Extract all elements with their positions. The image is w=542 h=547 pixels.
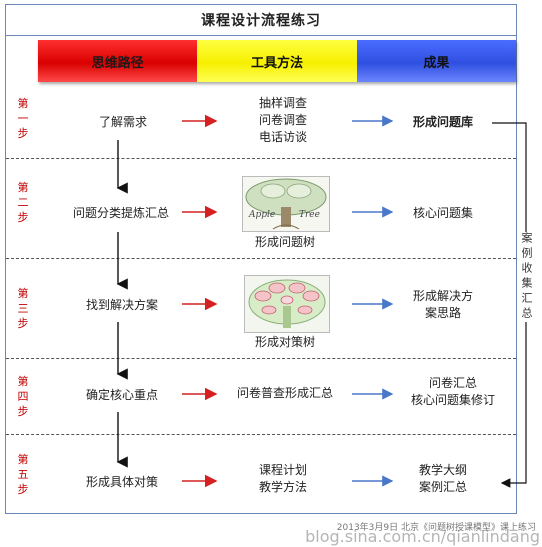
step-2-label: 第二步 — [17, 181, 29, 224]
row-divider — [6, 258, 516, 259]
step-5-tools: 课程计划教学方法 — [258, 463, 307, 494]
step-2-result: 核心问题集 — [412, 206, 473, 220]
step-2-path: 问题分类提炼汇总 — [72, 206, 169, 220]
step-3-label: 第三步 — [17, 287, 29, 330]
step-3-tools: 形成对策树 — [254, 335, 315, 349]
diagram-title: 课程设计流程练习 — [5, 4, 517, 36]
step-4-label: 第四步 — [17, 375, 29, 418]
step-5-label: 第五步 — [17, 453, 29, 496]
watermark-caption: 2013年3月9日 北京《问题树授课模型》课上练习 — [336, 523, 536, 533]
row-divider — [6, 158, 516, 159]
solution-tree-image — [244, 275, 330, 333]
step-3-path: 找到解决方案 — [85, 298, 158, 312]
step-2-tools: 形成问题树 — [254, 235, 315, 249]
row-divider — [6, 358, 516, 359]
tree-word-apple: Apple — [248, 210, 275, 220]
step-4-result: 问卷汇总核心问题集修订 — [410, 376, 495, 407]
step-4-tools: 问卷普查形成汇总 — [236, 386, 333, 400]
case-collection-side-label: 案例收集汇总 — [518, 232, 534, 322]
step-1-tools: 抽样调查问卷调查电话访谈 — [258, 96, 307, 144]
header-tools-methods: 工具方法 — [197, 40, 357, 82]
header-thinking-path: 思维路径 — [38, 40, 198, 82]
step-1-path: 了解需求 — [98, 115, 147, 129]
step-1-label: 第一步 — [17, 97, 29, 140]
step-3-result: 形成解决方案思路 — [412, 289, 473, 320]
diagram-frame — [5, 4, 517, 514]
column-header-band: 思维路径 工具方法 成果 — [38, 40, 516, 82]
watermark-url: blog.sina.com.cn/qianlindang — [305, 527, 540, 546]
step-4-path: 确定核心重点 — [85, 388, 158, 402]
problem-tree-image: Apple Tree — [242, 176, 330, 232]
step-1-result: 形成问题库 — [412, 115, 473, 129]
tree-word-tree: Tree — [299, 210, 320, 220]
step-5-path: 形成具体对策 — [85, 475, 158, 489]
header-results: 成果 — [356, 40, 516, 82]
row-divider — [6, 434, 516, 435]
step-5-result: 教学大纲案例汇总 — [418, 463, 467, 494]
